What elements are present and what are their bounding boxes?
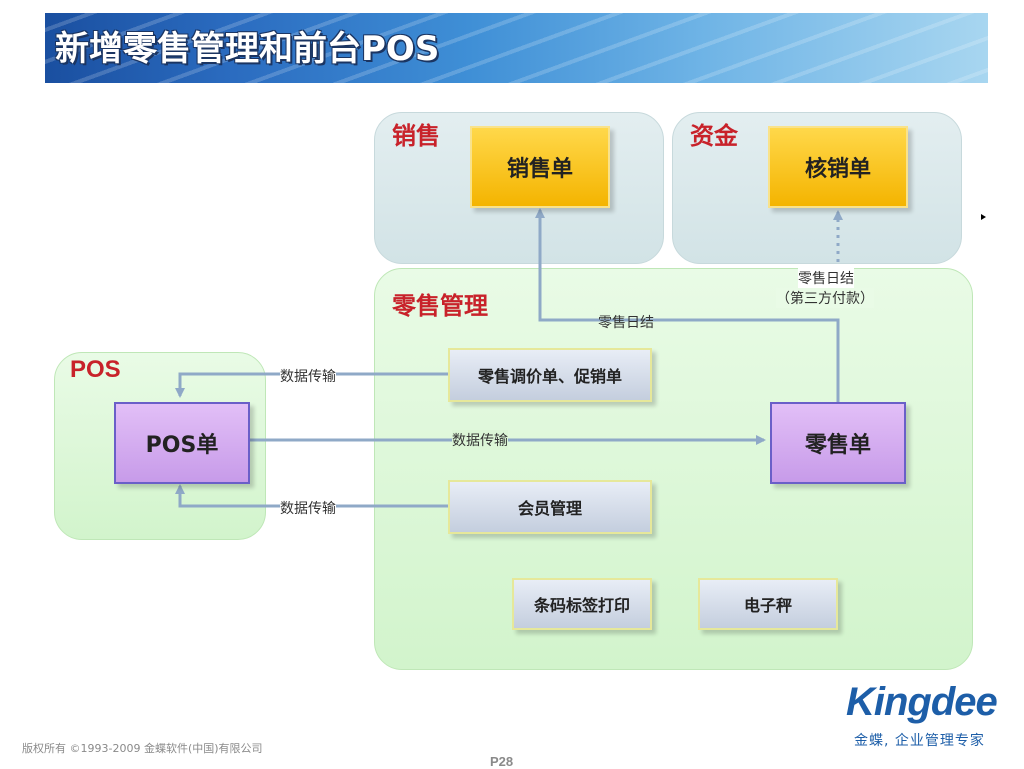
edge-retail-to-sales (535, 208, 840, 402)
panel-funds-label: 资金 (690, 122, 738, 150)
node-writeoff-order: 核销单 (768, 126, 908, 208)
panel-pos-label: POS (70, 356, 121, 383)
slide-title: 新增零售管理和前台POS (55, 29, 440, 69)
edge-member-to-pos (175, 484, 448, 508)
banner-waves (45, 13, 988, 83)
node-pos-order: POS单 (114, 402, 250, 484)
node-member-mgmt: 会员管理 (448, 480, 652, 534)
page-number: P28 (490, 754, 514, 769)
panel-sales-label: 销售 (392, 122, 440, 150)
node-sales-order: 销售单 (470, 126, 610, 208)
node-price-adjust: 零售调价单、促销单 (448, 348, 652, 402)
bullet-marker (981, 214, 986, 220)
edge-label-data-transfer-price: 数据传输 (280, 366, 336, 386)
kingdee-slogan: 金蝶, 企业管理专家 (854, 733, 985, 749)
edge-price-to-pos (175, 372, 448, 398)
node-barcode-print: 条码标签打印 (512, 578, 652, 630)
edge-label-data-transfer-retail: 数据传输 (452, 430, 508, 450)
copyright-text: 版权所有 ©1993-2009 金蝶软件(中国)有限公司 (22, 742, 263, 755)
edge-label-daily-close: 零售日结 (598, 315, 654, 331)
edge-label-third-party-2: （第三方付款） (776, 288, 874, 308)
node-retail-order: 零售单 (770, 402, 906, 484)
edge-label-data-transfer-member: 数据传输 (280, 498, 336, 518)
edge-label-third-party-1: 零售日结 (798, 268, 854, 288)
panel-retail-label: 零售管理 (392, 292, 488, 320)
node-e-scale: 电子秤 (698, 578, 838, 630)
title-banner: 新增零售管理和前台POS (45, 13, 988, 83)
kingdee-logo: Kingdee (846, 680, 998, 724)
